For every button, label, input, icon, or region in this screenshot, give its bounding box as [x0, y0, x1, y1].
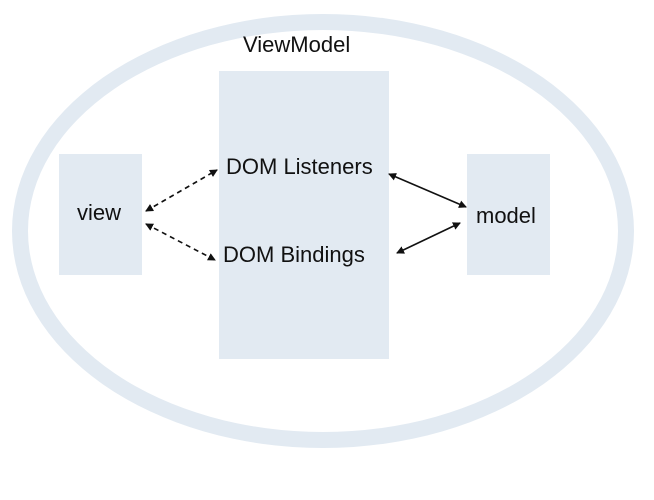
dom-bindings-label: DOM Bindings [223, 242, 365, 267]
view-label: view [77, 200, 122, 225]
model-label: model [476, 203, 536, 228]
view-box [59, 154, 142, 275]
dom-listeners-label: DOM Listeners [226, 154, 373, 179]
dom-bindings-to-model-arrow [396, 222, 461, 254]
dom-listeners-to-model-arrow [388, 173, 467, 208]
viewmodel-box [219, 71, 389, 359]
viewmodel-title: ViewModel [243, 32, 351, 57]
model-box [467, 154, 550, 275]
view-to-dom-listeners-arrow [145, 169, 218, 212]
view-to-dom-bindings-arrow [145, 223, 216, 261]
